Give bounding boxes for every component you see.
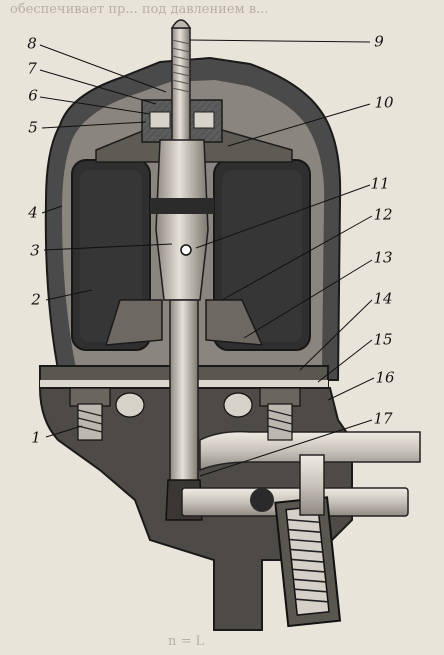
element-base-left [104, 299, 163, 346]
callout-1: 1 [31, 428, 41, 447]
callout-5: 5 [28, 118, 38, 137]
background-formula: n = L [168, 634, 205, 649]
callout-10: 10 [374, 93, 394, 112]
rotor-nozzle [180, 244, 192, 256]
callout-13: 13 [373, 248, 393, 267]
oil-channel-upper [199, 430, 421, 472]
tie-rod-thread [171, 39, 191, 93]
callout-3: 3 [30, 241, 40, 260]
background-text-top: обеспечивает пр... под давлением в... [10, 2, 269, 17]
callout-15: 15 [373, 330, 393, 349]
rotor-column [155, 139, 209, 301]
bypass-valve [274, 496, 342, 628]
drain-valve-right [259, 387, 301, 441]
leader-lines [39, 39, 375, 477]
element-base-right [205, 299, 264, 346]
callout-2: 2 [31, 290, 41, 309]
callout-11: 11 [370, 174, 390, 193]
callout-9: 9 [374, 32, 384, 51]
callout-8: 8 [27, 34, 37, 53]
drain-valve-left [69, 387, 111, 441]
callout-16: 16 [375, 368, 395, 387]
callout-12: 12 [373, 205, 393, 224]
callout-4: 4 [28, 203, 38, 222]
callout-17: 17 [373, 409, 393, 428]
callout-7: 7 [27, 59, 37, 78]
callout-14: 14 [373, 289, 393, 308]
callout-6: 6 [28, 86, 38, 105]
hollow-shaft [169, 299, 199, 501]
